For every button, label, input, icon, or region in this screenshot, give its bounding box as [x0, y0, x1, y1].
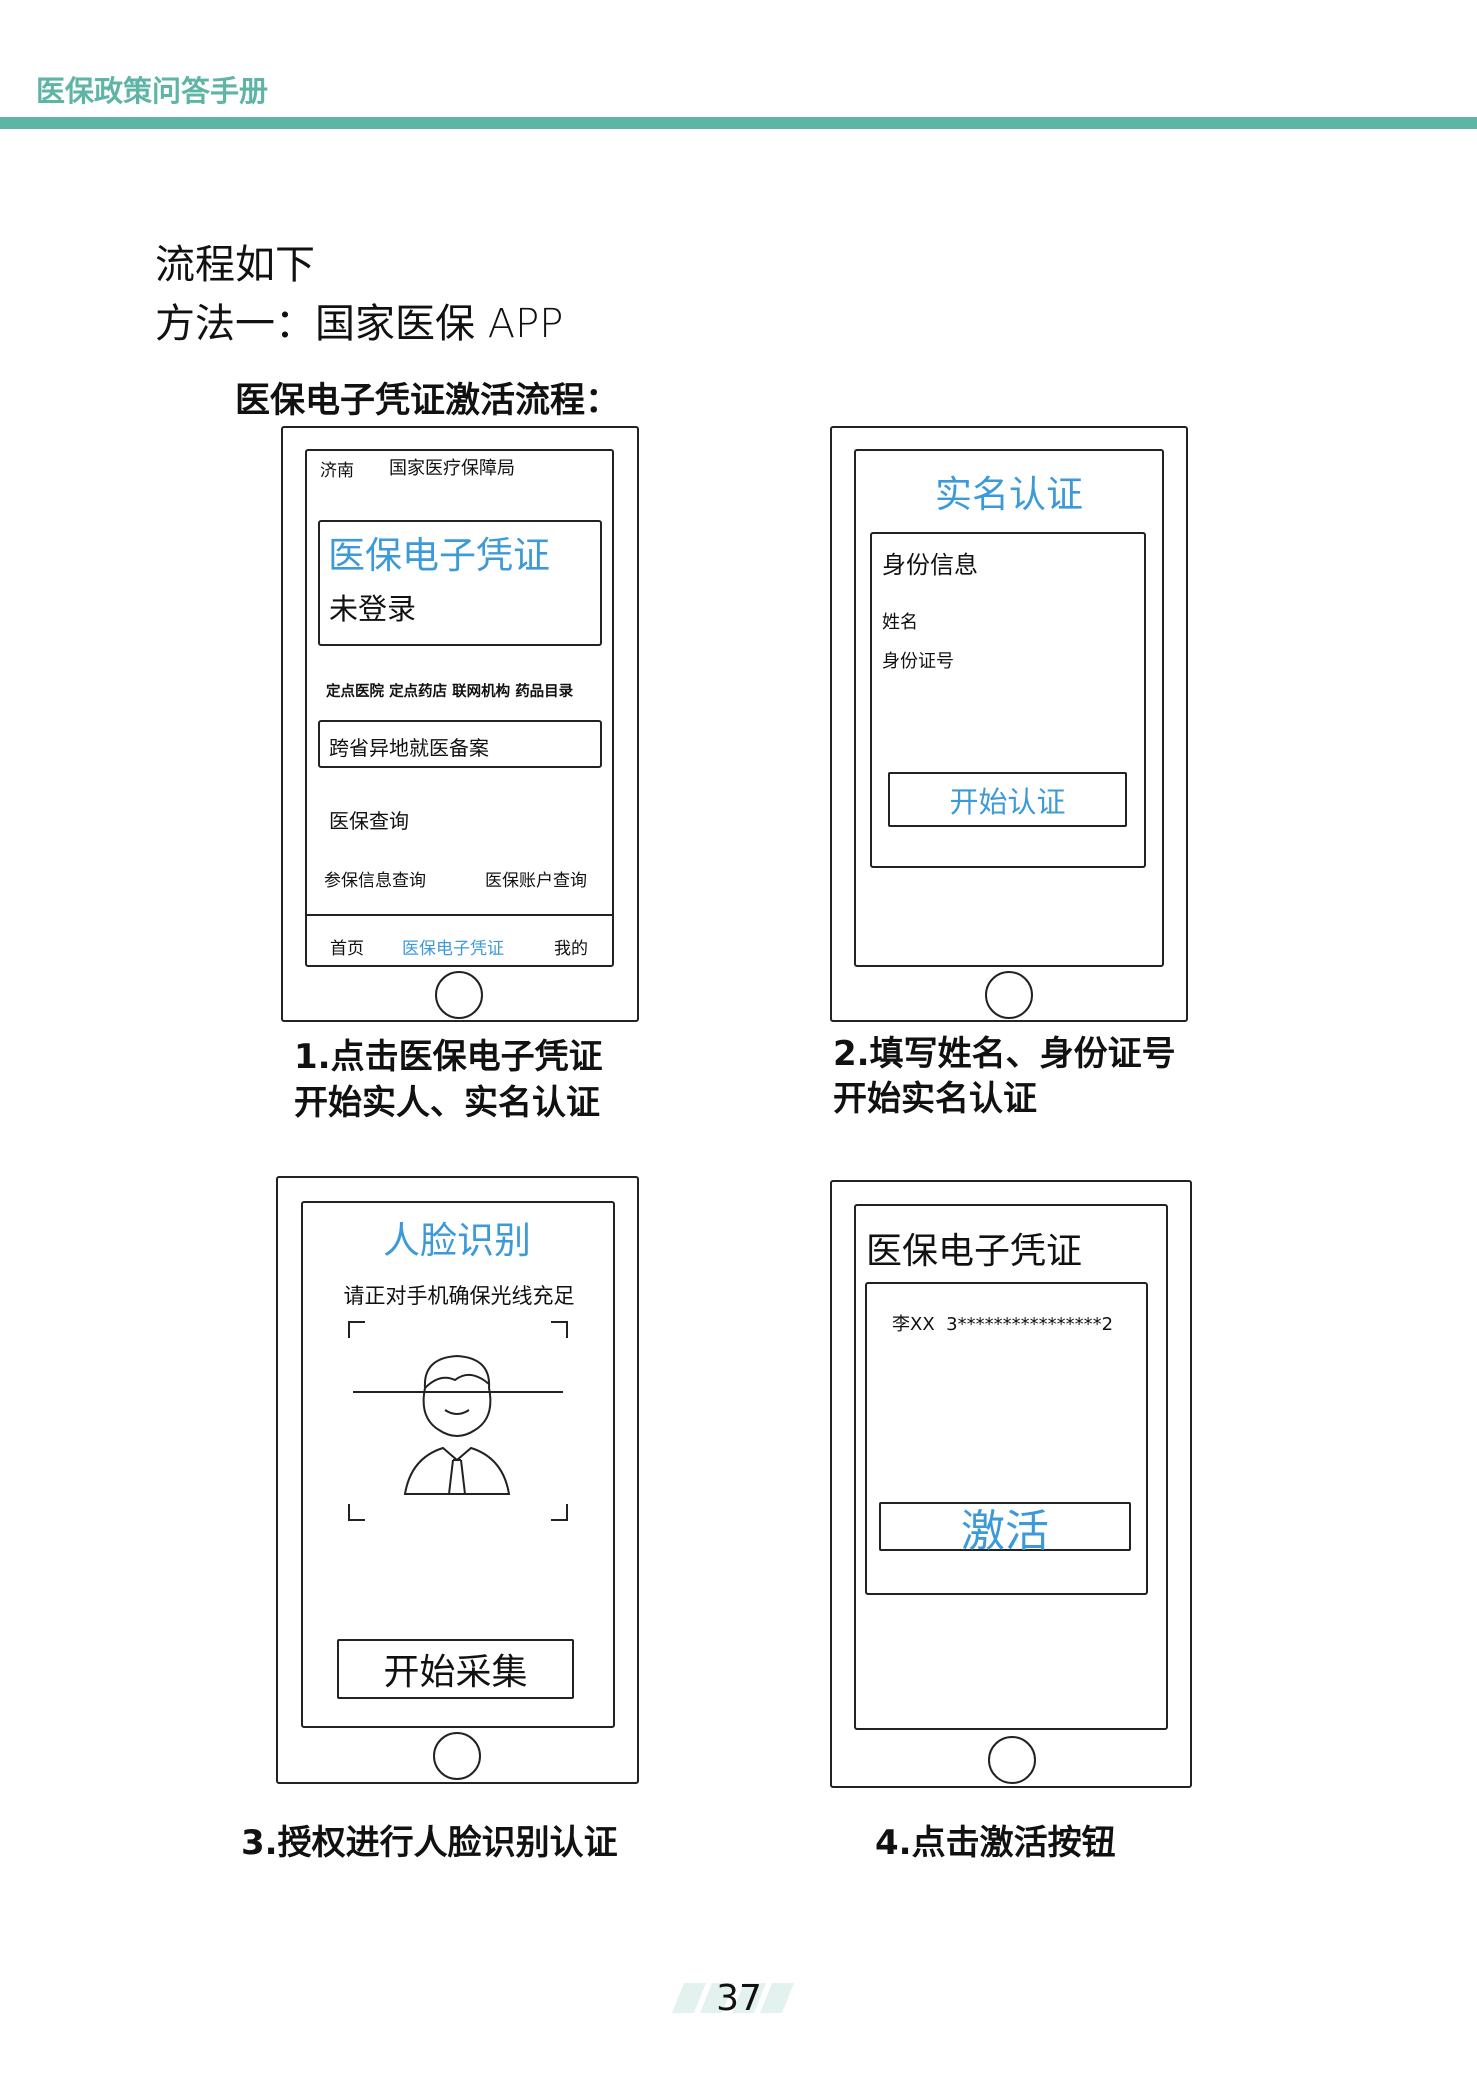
ehic-card[interactable] — [318, 520, 602, 646]
tabbar-divider — [305, 914, 614, 916]
section-title: 医保电子凭证激活流程： — [235, 381, 621, 421]
start-capture-button[interactable]: 开始采集 — [337, 1639, 574, 1699]
ehic-card-title: 医保电子凭证 — [328, 534, 550, 577]
holder-id: 3****************2 — [946, 1314, 1114, 1335]
org-label: 国家医疗保障局 — [389, 458, 515, 479]
viewfinder-corners — [348, 1321, 568, 1521]
tab-ehic[interactable]: 医保电子凭证 — [402, 939, 504, 959]
identity-panel — [870, 532, 1146, 868]
id-number-field[interactable]: 身份证号 — [882, 651, 954, 672]
running-header: 医保政策问答手册 — [36, 74, 269, 108]
quick-link-hospital[interactable]: 定点医院 — [326, 684, 384, 700]
quick-link-drug-list[interactable]: 药品目录 — [515, 684, 574, 700]
start-verify-label: 开始认证 — [949, 784, 1066, 819]
phone-4-frame — [830, 1180, 1192, 1788]
quick-link-pharmacy[interactable]: 定点药店 — [389, 684, 448, 700]
step-2-caption-line-1: 2.填写姓名、身份证号 — [833, 1034, 1176, 1074]
page-number: 37 — [716, 1978, 762, 2019]
home-button[interactable] — [433, 1732, 481, 1780]
holder-name: 李XX — [892, 1314, 935, 1335]
step-4-caption: 4.点击激活按钮 — [875, 1823, 1116, 1863]
home-button[interactable] — [985, 971, 1033, 1019]
intro-line-2: 方法一：国家医保 APP — [155, 301, 564, 347]
filing-button-label: 跨省异地就医备案 — [329, 736, 489, 760]
query-account[interactable]: 医保账户查询 — [485, 871, 587, 891]
face-recognition-title: 人脸识别 — [383, 1219, 531, 1262]
phone-3-screen — [301, 1201, 615, 1728]
page-number-decoration — [672, 1983, 794, 2013]
phone-2-screen — [854, 449, 1164, 967]
realname-title: 实名认证 — [935, 473, 1083, 516]
filing-button[interactable] — [318, 720, 602, 768]
face-capture-illustration — [348, 1321, 568, 1521]
tab-home[interactable]: 首页 — [330, 939, 364, 959]
intro-line-1: 流程如下 — [155, 242, 315, 288]
ehic-title: 医保电子凭证 — [866, 1231, 1083, 1272]
tab-mine[interactable]: 我的 — [554, 939, 588, 959]
step-1-caption-line-2: 开始实人、实名认证 — [294, 1083, 600, 1123]
header-divider — [0, 117, 1477, 129]
query-enrollment[interactable]: 参保信息查询 — [324, 871, 426, 891]
activate-button[interactable]: 激活 — [879, 1502, 1131, 1557]
start-verify-button[interactable]: 开始认证 — [888, 772, 1127, 827]
quick-link-network[interactable]: 联网机构 — [452, 684, 511, 700]
phone-1-screen — [305, 449, 614, 967]
city-label[interactable]: 济南 — [320, 461, 354, 481]
phone-4-screen — [854, 1204, 1168, 1730]
start-capture-label: 开始采集 — [383, 1652, 528, 1693]
step-1-caption-line-1: 1.点击医保电子凭证 — [294, 1037, 603, 1077]
ehic-info-panel — [865, 1282, 1148, 1595]
phone-3-frame — [276, 1176, 639, 1784]
quick-links: 定点医院 定点药店 联网机构 药品目录 — [326, 680, 573, 701]
phone-1-frame — [281, 426, 639, 1022]
identity-heading: 身份信息 — [882, 551, 978, 579]
home-button[interactable] — [988, 1736, 1036, 1784]
name-field[interactable]: 姓名 — [882, 612, 918, 633]
lighting-hint: 请正对手机确保光线充足 — [343, 1284, 575, 1308]
holder-info: 李XX 3****************2 — [892, 1310, 1113, 1336]
step-2-caption-line-2: 开始实名认证 — [833, 1079, 1037, 1119]
query-heading: 医保查询 — [329, 809, 409, 833]
step-3-caption: 3.授权进行人脸识别认证 — [241, 1823, 618, 1863]
person-icon — [403, 1354, 511, 1495]
home-button[interactable] — [435, 971, 483, 1019]
phone-2-frame — [830, 426, 1188, 1022]
activate-label: 激活 — [961, 1505, 1049, 1557]
login-status: 未登录 — [329, 592, 417, 626]
